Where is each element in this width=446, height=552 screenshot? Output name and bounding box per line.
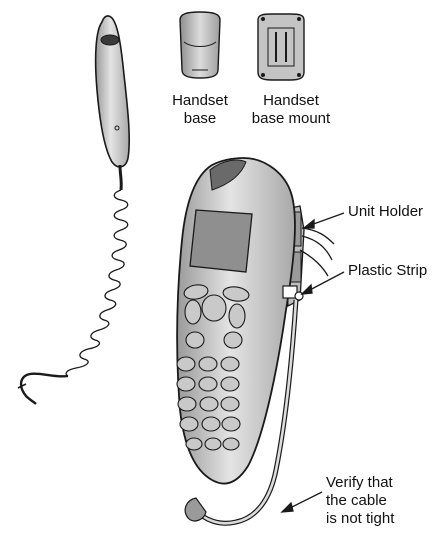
label-handset-base-mount-line1: Handset: [236, 92, 346, 110]
label-handset-base-line1: Handset: [160, 92, 240, 110]
label-handset-base-line2: base: [160, 110, 240, 128]
label-verify-cable-line2: the cable: [326, 492, 394, 510]
label-plastic-strip: Plastic Strip: [348, 262, 427, 280]
arrow-verify-cable: [282, 492, 322, 512]
label-handset-base-mount-line2: base mount: [236, 110, 346, 128]
arrow-unit-holder: [304, 213, 344, 228]
handset-base-icon: [180, 12, 220, 78]
left-handset: [18, 16, 129, 404]
label-verify-cable-line3: is not tight: [326, 510, 394, 528]
label-handset-base: Handset base: [160, 92, 240, 128]
keypad: [177, 283, 250, 450]
label-handset-base-mount: Handset base mount: [236, 92, 346, 128]
arrow-plastic-strip: [302, 272, 344, 294]
label-unit-holder: Unit Holder: [348, 203, 423, 221]
label-verify-cable: Verify that the cable is not tight: [326, 474, 394, 528]
label-verify-cable-line1: Verify that: [326, 474, 394, 492]
handset-base-mount-icon: [258, 14, 304, 80]
coiled-cord: [66, 190, 128, 376]
mounted-handset: [177, 158, 334, 523]
